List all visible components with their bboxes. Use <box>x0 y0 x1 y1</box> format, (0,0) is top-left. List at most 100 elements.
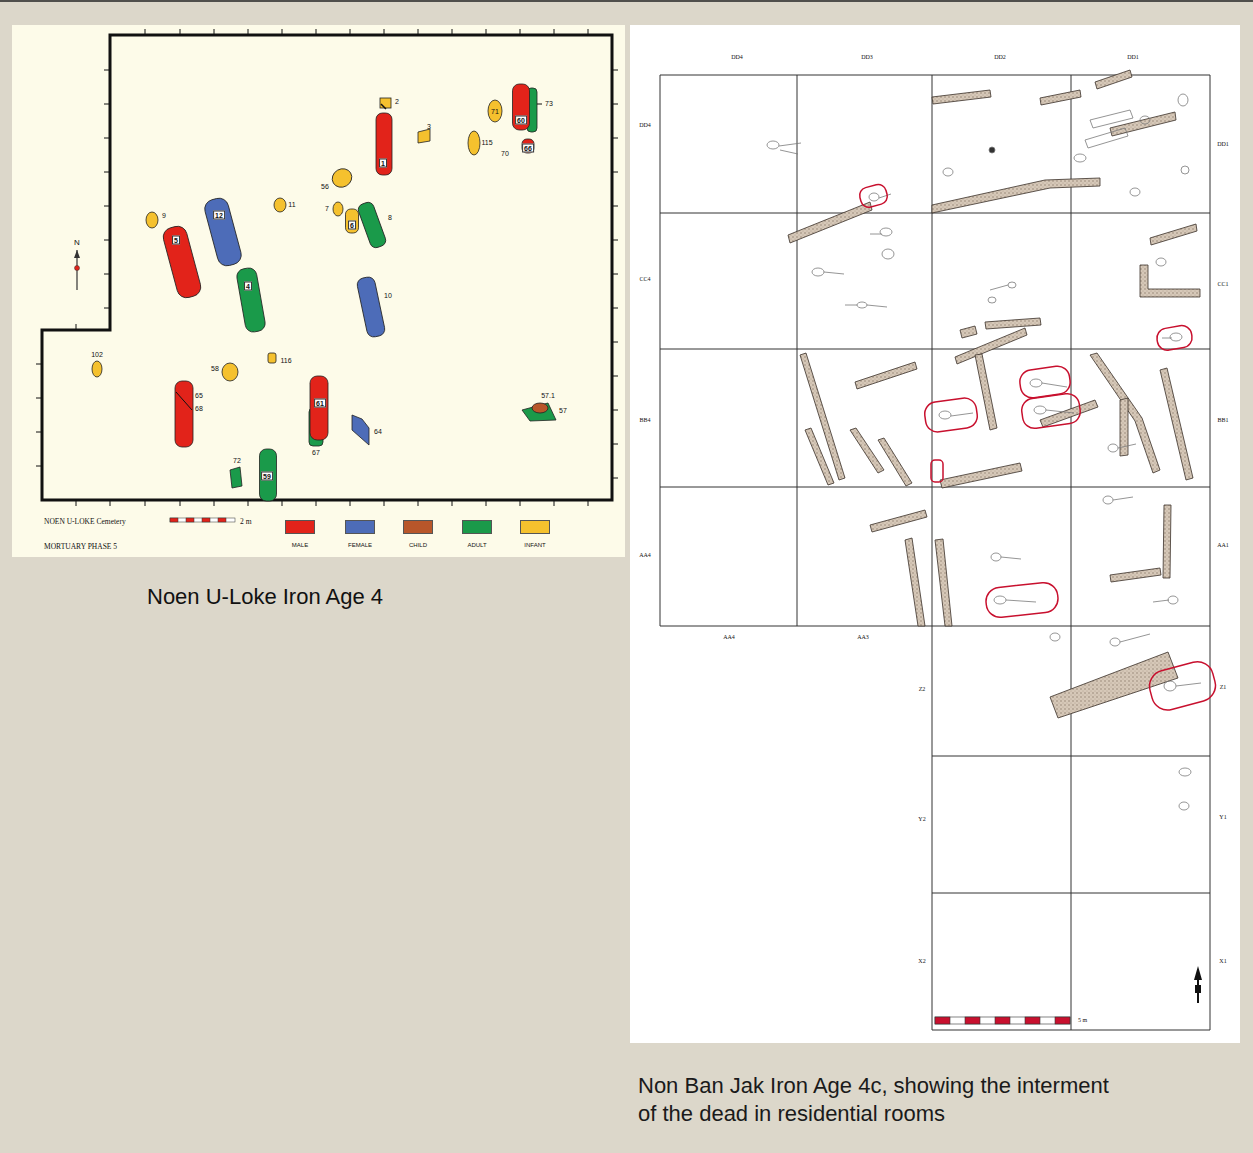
grid-label: AA4 <box>723 634 735 641</box>
grave-outline <box>537 104 542 105</box>
grave-number: 71 <box>491 108 499 116</box>
legend-label: FEMALE <box>348 542 372 548</box>
grave-number: 64 <box>374 428 382 436</box>
legend-label: MALE <box>292 542 308 548</box>
burial-sketch <box>1140 116 1150 124</box>
grave-number: 4 <box>244 282 252 291</box>
grave-shape: 66 <box>515 133 541 159</box>
scale-bar <box>935 1017 1070 1024</box>
house-wall <box>1160 368 1193 480</box>
grave-shape: 61 <box>282 371 356 445</box>
grid-label: Y2 <box>918 816 925 823</box>
grave-outline <box>146 212 158 228</box>
burial-sketch <box>989 147 995 153</box>
grave-outline <box>183 192 263 272</box>
burial-sketch <box>1074 154 1086 162</box>
house-wall <box>1110 568 1161 582</box>
grave-number: 57 <box>559 407 567 415</box>
burial-sketch <box>767 141 779 149</box>
panel-ground <box>630 25 1240 1043</box>
scale-bar <box>1025 1017 1040 1024</box>
grave-outline <box>513 84 530 130</box>
grave-number: 116 <box>280 357 291 365</box>
burial-sketch <box>1001 557 1021 559</box>
burial-sketch <box>1162 338 1172 339</box>
north-arrow <box>75 266 80 271</box>
burial-sketch <box>879 194 891 198</box>
burial-sketch <box>1050 633 1060 641</box>
grave-outline <box>376 113 392 175</box>
house-wall <box>940 463 1022 488</box>
burial-sketch <box>1108 444 1118 452</box>
grid-label: Z2 <box>919 686 926 693</box>
highlighted-burial <box>858 183 889 209</box>
grave-shape: 6 <box>335 204 369 238</box>
north-arrow <box>74 250 80 258</box>
burial-sketch <box>1110 638 1120 646</box>
grid-label: X1 <box>1219 958 1226 965</box>
scale-bar <box>170 518 235 522</box>
grid-label: BB1 <box>1217 417 1228 424</box>
grid-label: Z1 <box>1220 684 1227 691</box>
grave-outline <box>203 196 244 268</box>
grave-outline <box>380 98 391 108</box>
plan-title: NOEN U-LOKE Cemetery <box>44 517 126 526</box>
burial-sketch <box>1090 110 1133 128</box>
north-arrow <box>1194 966 1202 1003</box>
burial-sketch <box>1120 634 1150 642</box>
grave-outline <box>357 201 388 250</box>
grave-shape: 60 <box>493 79 549 135</box>
grid-label: CC1 <box>1217 281 1228 288</box>
grave-outline <box>381 104 386 109</box>
excavation-grid <box>660 75 1210 1030</box>
burial-sketch <box>1168 596 1178 604</box>
grave-outline <box>493 79 549 135</box>
house-wall <box>985 318 1041 329</box>
grid-label: AA4 <box>639 552 651 559</box>
house-wall <box>1090 353 1160 473</box>
burial-sketch <box>1034 406 1046 414</box>
burial-sketch <box>988 297 996 303</box>
grave-number: 115 <box>481 139 492 147</box>
grave-shape: 59 <box>237 444 299 506</box>
grid-label: DD2 <box>994 54 1006 61</box>
burial-sketch <box>1030 379 1042 387</box>
house-wall <box>932 90 991 104</box>
burial-sketch <box>767 94 1201 810</box>
grave-number: 65 <box>195 392 203 400</box>
grid-label: DD4 <box>639 122 651 129</box>
grave-number: 73 <box>545 100 553 108</box>
scale-label: 5 m <box>1078 1017 1087 1024</box>
grave-outline <box>333 202 343 216</box>
house-wall <box>870 510 927 532</box>
grave-number: 9 <box>162 212 166 220</box>
highlighted-burial <box>858 183 1219 714</box>
burial-sketch <box>1085 128 1128 148</box>
grave-outline <box>488 100 502 122</box>
house-wall <box>975 354 997 430</box>
grave-outline <box>468 131 480 155</box>
house-wall <box>788 70 1200 718</box>
grave-outline <box>356 276 386 338</box>
burial-sketch <box>870 234 882 235</box>
panel-ground <box>0 1 1253 1043</box>
grid-label: DD1 <box>1217 141 1229 148</box>
house-wall <box>1110 112 1176 136</box>
grave-number: 1 <box>379 159 387 168</box>
house-wall <box>1163 505 1171 578</box>
burial-sketch <box>1006 600 1036 602</box>
grave-number: 56 <box>321 183 329 191</box>
burial-sketch <box>1179 802 1189 810</box>
grave-outline <box>175 381 193 447</box>
grave-number: 58 <box>211 365 219 373</box>
burial-sketch <box>1153 600 1169 602</box>
grave-number: 8 <box>388 214 392 222</box>
grave-outline <box>214 263 288 337</box>
burial-sketch <box>939 411 951 419</box>
scale-bar <box>186 518 194 522</box>
burial-sketch <box>1176 683 1201 686</box>
scale-bar <box>965 1017 980 1024</box>
grid-label: BB4 <box>639 417 650 424</box>
burial-sketch <box>951 413 973 416</box>
grave-outline <box>268 353 276 363</box>
